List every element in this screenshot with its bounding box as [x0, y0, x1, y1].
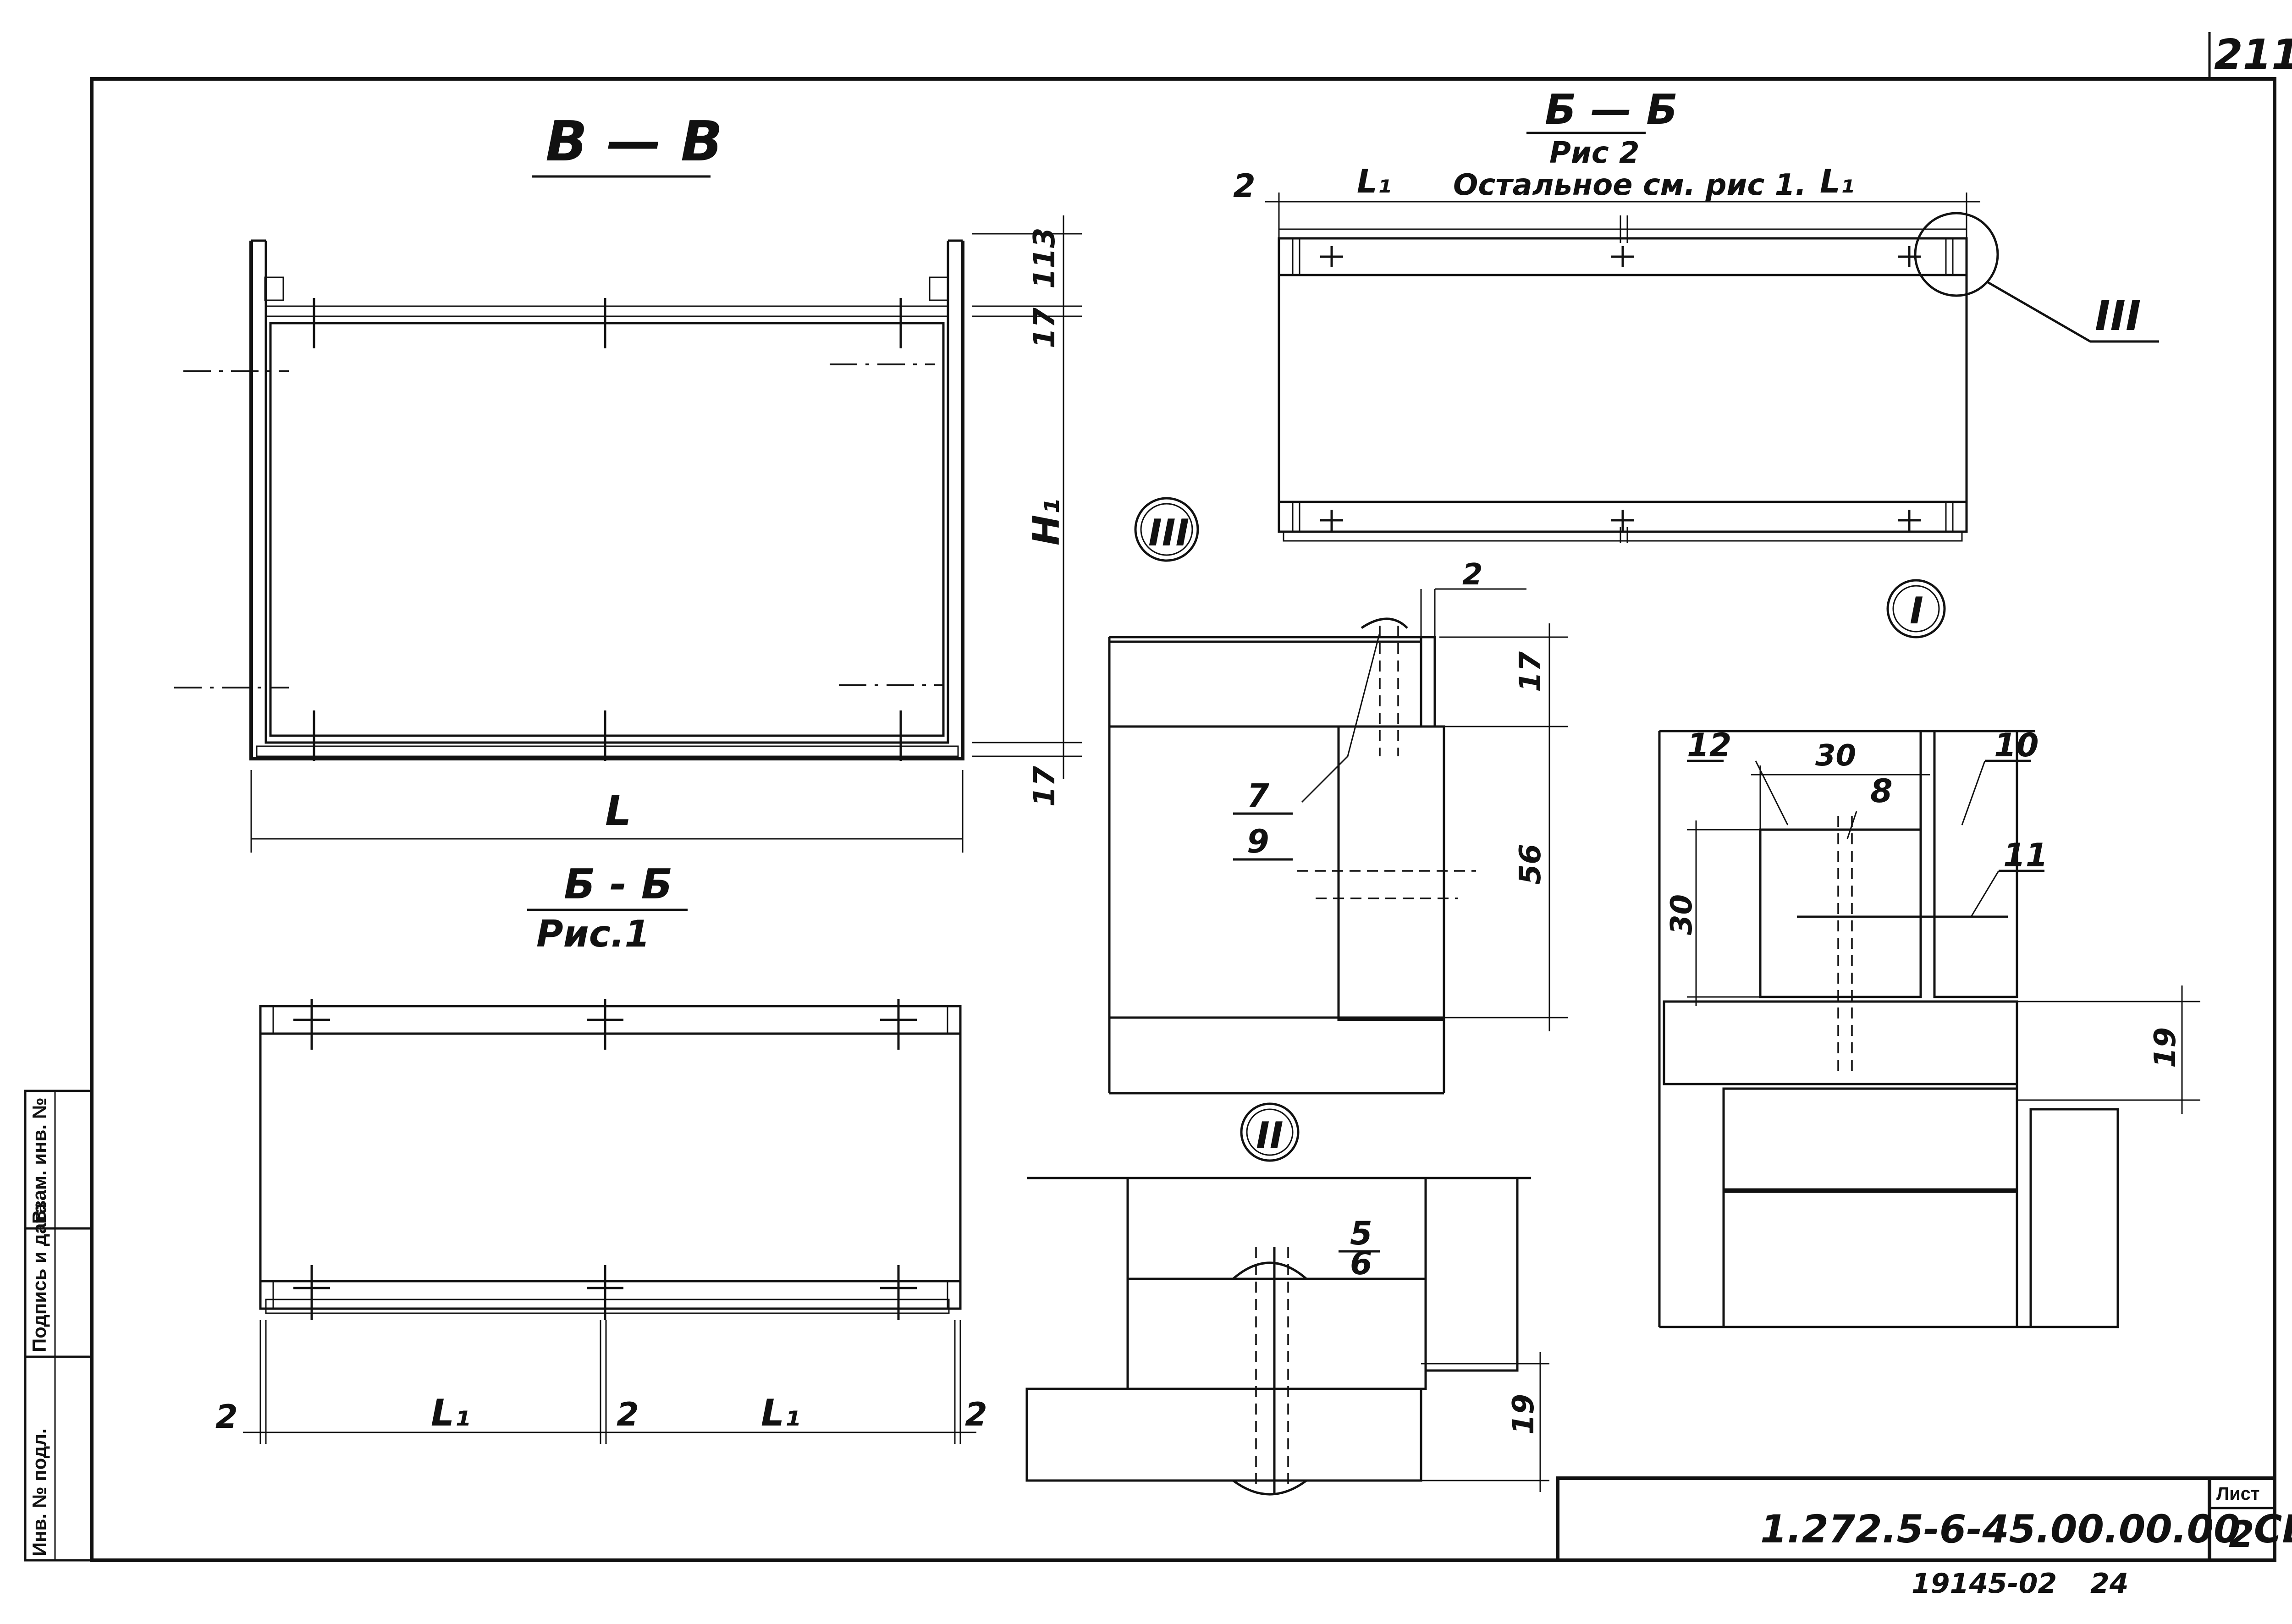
view-section-b-fig1 — [243, 908, 976, 1444]
b2-dim-L1-right: L₁ — [1820, 163, 1854, 200]
dim-113: 113 — [1028, 227, 1062, 289]
b1-dim-gap-right: 2 — [965, 1396, 987, 1433]
view-b2-title: Б — Б — [1545, 86, 1678, 134]
marker-I-label: I — [1910, 589, 1923, 632]
IV-pos-11: 11 — [2003, 837, 2048, 874]
IV-dim-height: 30 — [1665, 894, 1699, 935]
III-leader-top: 7 — [1247, 777, 1269, 815]
III-dim-bar: 56 — [1514, 844, 1548, 885]
view-b1-subtitle: Рис.1 — [536, 913, 650, 955]
IV-pos-10: 10 — [1994, 727, 2039, 764]
bottom-mark: 24 — [2090, 1568, 2129, 1600]
IV-pos-12: 12 — [1687, 727, 1731, 764]
IV-dim-board: 19 — [2149, 1027, 2182, 1068]
drawing-frame — [90, 32, 2276, 1562]
node-IV-detail — [1658, 730, 2200, 1328]
III-leader-bottom: 9 — [1247, 823, 1269, 860]
side-stamp: Взам. инв. № Подпись и дата Инв. № подл. — [24, 1090, 93, 1562]
marker-II-label: II — [1256, 1114, 1284, 1157]
view-v-title: В — В — [545, 110, 722, 174]
b2-dim-L1-left: L₁ — [1357, 163, 1391, 200]
b1-dim-L1-right: L₁ — [761, 1392, 800, 1434]
IV-pos-8: 8 — [1870, 772, 1893, 810]
b1-dim-gap-mid: 2 — [617, 1396, 639, 1433]
view-b1-title: Б - Б — [564, 860, 672, 908]
node-III-detail — [1108, 497, 1568, 1095]
dim-L: L — [605, 787, 631, 835]
b1-dim-gap-left: 2 — [215, 1398, 238, 1436]
III-dim-gap: 2 — [1462, 558, 1483, 592]
dim-17-lower: 17 — [1028, 765, 1062, 807]
stamp-inv-no: Инв. № подл. — [28, 1428, 50, 1556]
IV-dim-width: 30 — [1815, 739, 1856, 773]
title-block — [1556, 1476, 2276, 1562]
III-dim-board: 17 — [1514, 651, 1548, 692]
dim-17-upper: 17 — [1028, 307, 1062, 348]
bottom-number: 19145-02 — [1912, 1568, 2057, 1600]
stamp-sign-date: Подпись и дата — [28, 1203, 50, 1352]
view-section-v — [174, 175, 1082, 853]
II-leader-top: 5 — [1350, 1215, 1372, 1252]
II-dim-thickness: 19 — [1507, 1394, 1541, 1435]
view-b2-note: Остальное см. рис 1. — [1453, 168, 1806, 202]
sheet-number: 2 — [2229, 1513, 2254, 1556]
dim-H1: H₁ — [1025, 499, 1068, 545]
b2-callout-III: III — [2095, 292, 2141, 340]
marker-III-label: III — [1148, 512, 1189, 554]
stamp-replace-inv: Взам. инв. № — [28, 1097, 50, 1224]
sheet-label: Лист — [2216, 1484, 2260, 1504]
node-II-detail — [1025, 1102, 1549, 1496]
marker-I — [1886, 579, 1946, 639]
doc-code: 1.272.5-6-45.00.00.00 СБ — [1760, 1507, 2292, 1552]
b2-dim-gap: 2 — [1233, 167, 1256, 205]
b1-dim-L1-left: L₁ — [431, 1392, 470, 1434]
view-section-b-fig2 — [1265, 132, 2159, 543]
sheet-corner-number: 211 — [2214, 31, 2292, 79]
II-leader-bottom: 6 — [1350, 1244, 1372, 1282]
view-b2-subtitle: Рис 2 — [1549, 136, 1640, 170]
